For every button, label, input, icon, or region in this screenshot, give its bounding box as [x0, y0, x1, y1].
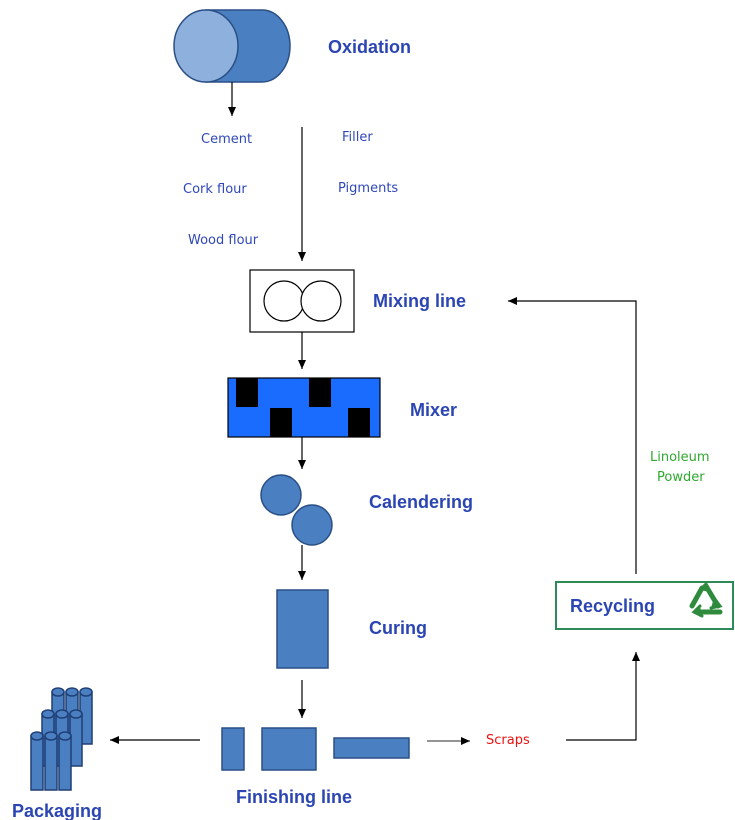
- linoleum-label: Linoleum: [650, 450, 710, 465]
- mixer-label: Mixer: [410, 400, 457, 420]
- finishing-line-label: Finishing line: [236, 787, 352, 807]
- packaging-cylinders-icon: [30, 687, 93, 791]
- mixing-line-box: [249, 269, 355, 333]
- mixing-line-label: Mixing line: [373, 291, 466, 311]
- oxidation-label: Oxidation: [328, 37, 411, 57]
- arrow-recycling-to-mixing: [508, 297, 637, 574]
- ingredient-pigments: Pigments: [338, 181, 398, 196]
- calendering-label: Calendering: [369, 492, 473, 512]
- curing-label: Curing: [369, 618, 427, 638]
- scraps-label: Scraps: [486, 733, 530, 748]
- ingredient-filler: Filler: [342, 130, 373, 145]
- curing-block: [276, 589, 329, 669]
- packaging-label: Packaging: [12, 801, 102, 820]
- ingredient-cement: Cement: [201, 132, 252, 147]
- ingredient-cork-flour: Cork flour: [183, 182, 247, 197]
- recycle-icon: [689, 581, 723, 618]
- arrow-scraps-to-recycling: [566, 652, 640, 741]
- finishing-line-blocks: [221, 727, 410, 771]
- oxidation-drum: [173, 9, 291, 83]
- ingredient-wood-flour: Wood flour: [188, 233, 259, 248]
- calendering-rollers: [260, 474, 333, 546]
- mixer-block: [227, 377, 381, 438]
- powder-label: Powder: [657, 470, 705, 485]
- recycling-label: Recycling: [570, 596, 655, 616]
